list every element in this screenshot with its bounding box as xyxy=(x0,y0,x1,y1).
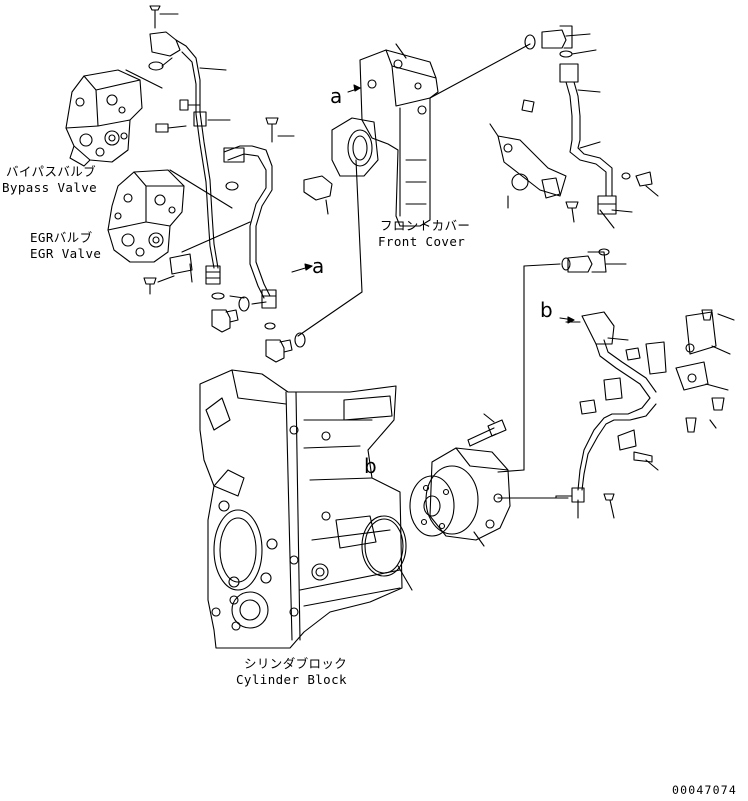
water-pump xyxy=(410,448,510,540)
bypass-valve-label-jp: バイパスバルブ xyxy=(6,164,97,179)
small-parts-left xyxy=(149,6,238,190)
cylinder-block-label-en: Cylinder Block xyxy=(236,672,347,687)
bypass-valve xyxy=(66,70,142,166)
reference-a-top: a xyxy=(330,84,343,108)
bypass-valve-label-en: Bypass Valve xyxy=(2,180,98,195)
front-cover-label-jp: フロントカバー xyxy=(380,218,471,233)
pipe-right xyxy=(560,64,616,214)
reference-a-middle: a xyxy=(312,254,325,278)
pipe-left xyxy=(150,32,220,284)
reference-b-block: b xyxy=(364,454,377,478)
egr-valve-label-en: EGR Valve xyxy=(30,246,102,261)
reference-b-right: b xyxy=(540,298,553,322)
pipe-b-lower xyxy=(572,398,656,502)
clamp-right-group xyxy=(490,100,658,228)
bracket-group-right xyxy=(580,310,724,462)
cylinder-block xyxy=(200,370,402,648)
elbow-top-right xyxy=(525,26,596,57)
egr-valve-label-jp: EGRバルブ xyxy=(30,230,93,245)
clamp-small xyxy=(144,176,332,294)
front-cover xyxy=(332,50,438,226)
egr-valve xyxy=(108,170,184,262)
gasket xyxy=(362,516,412,590)
drawing-number: 00047074 xyxy=(672,783,737,797)
pipe-second xyxy=(224,146,276,308)
pump-bolt xyxy=(468,420,506,446)
elbow-middle-right xyxy=(498,249,626,472)
elbow-fittings xyxy=(212,293,305,362)
reference-arrows xyxy=(292,85,574,323)
cylinder-block-label-jp: シリンダブロック xyxy=(244,656,348,671)
front-cover-label-en: Front Cover xyxy=(378,234,466,249)
